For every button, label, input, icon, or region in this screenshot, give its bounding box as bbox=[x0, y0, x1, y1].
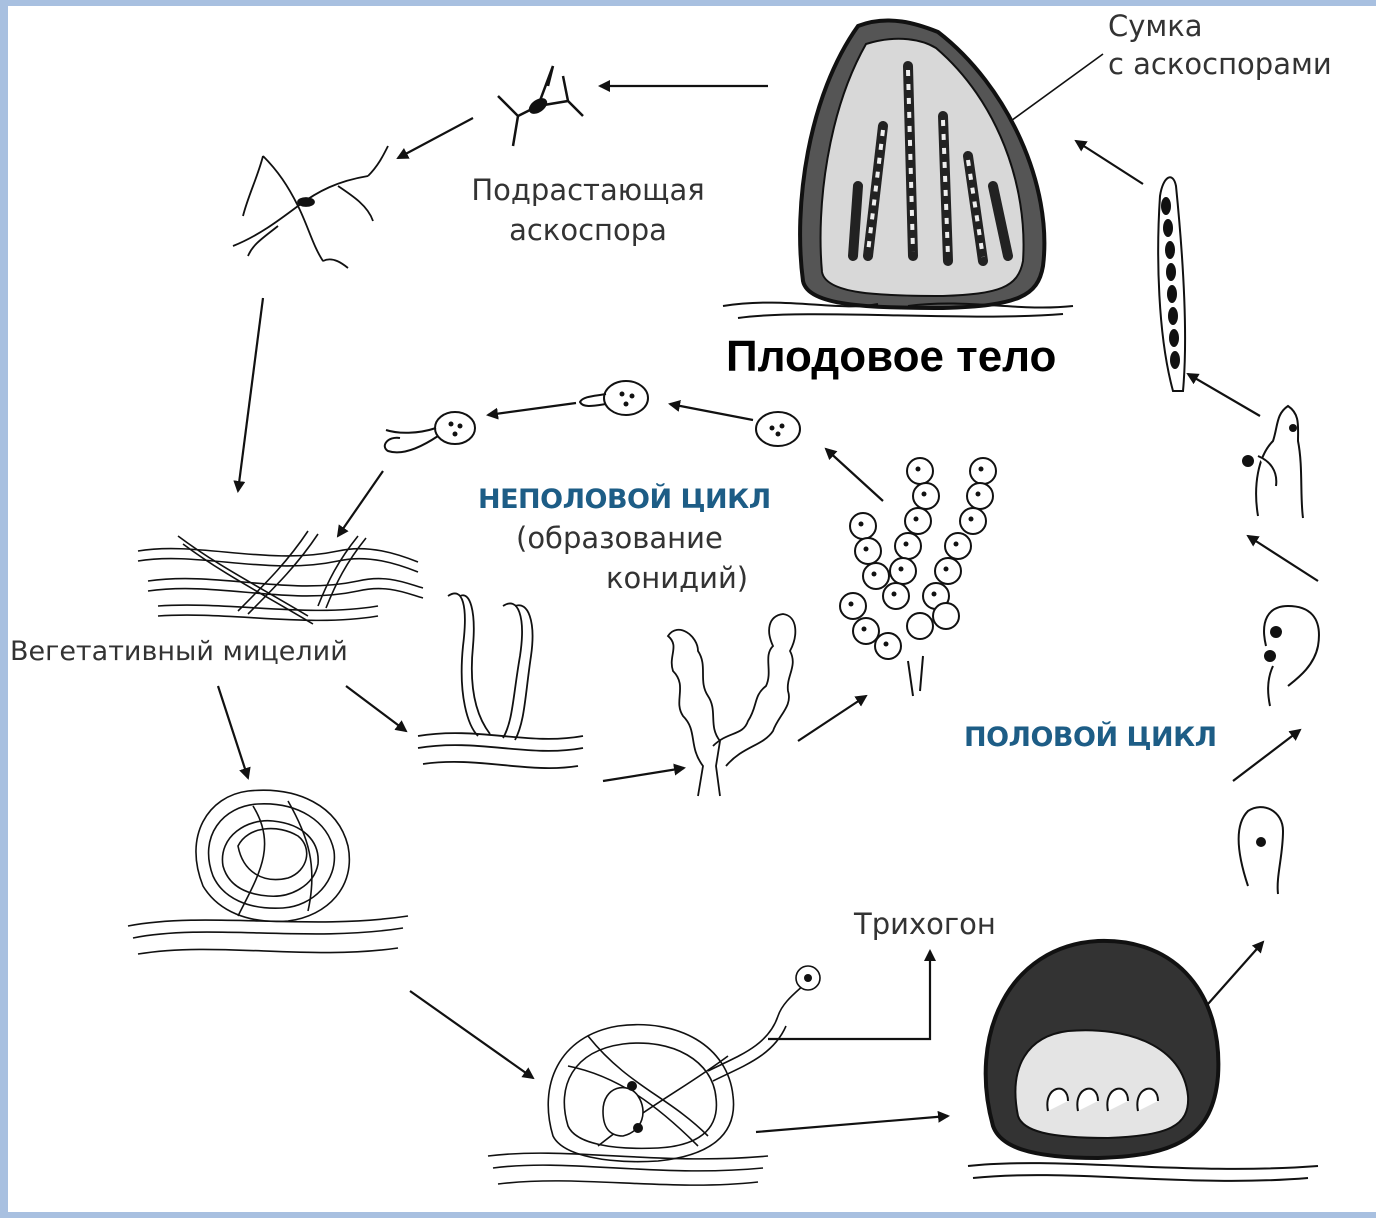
branched-conidiophore-drawing bbox=[668, 614, 795, 796]
arrow-hook-to-crozier bbox=[1233, 730, 1300, 781]
asexual-note-line2: конидий) bbox=[606, 562, 748, 595]
vegetative-mycelium-label: Вегетативный мицелий bbox=[10, 636, 348, 667]
arrow-conidiophore-to-branching bbox=[603, 768, 684, 781]
sexual-cycle-label: ПОЛОВОЙ ЦИКЛ bbox=[964, 722, 1217, 753]
arrow-young-ascus-to-mature bbox=[1188, 374, 1260, 416]
perithecium-drawing bbox=[968, 941, 1318, 1181]
hyphal-coil-drawing bbox=[128, 790, 408, 954]
arrow-coil-to-primordium bbox=[410, 991, 533, 1078]
arrow-ascospore-to-germling bbox=[398, 118, 473, 158]
conidia-chains-drawing bbox=[840, 458, 996, 696]
primordium-drawing bbox=[488, 966, 820, 1185]
asexual-cycle-label: НЕПОЛОВОЙ ЦИКЛ bbox=[478, 484, 771, 515]
vegetative-mycelium-drawing bbox=[138, 531, 423, 624]
trichogyne-label: Трихогон bbox=[854, 908, 996, 941]
sexual-stages-drawing bbox=[1158, 177, 1319, 894]
diagram-canvas: Сумка с аскоспорами Подрастающая аскоспо… bbox=[8, 6, 1376, 1212]
growing-ascospore-label-line2: аскоспора bbox=[438, 214, 738, 247]
fruiting-body-title: Плодовое тело bbox=[726, 332, 1056, 383]
arrow-branching-to-conidia bbox=[798, 696, 866, 741]
growing-ascospore-label-line1: Подрастающая bbox=[438, 174, 738, 207]
ascus-label-line1: Сумка bbox=[1108, 10, 1203, 43]
fruiting-body-drawing bbox=[723, 20, 1073, 318]
arrow-spore-to-spore bbox=[670, 404, 753, 420]
ascospore-germling-drawing bbox=[498, 66, 583, 146]
arrow-crozier-to-young-ascus bbox=[1248, 536, 1318, 581]
conidiophore-drawing bbox=[418, 593, 583, 768]
arrow-mycelium-to-coil bbox=[218, 686, 248, 778]
ascus-label-line2: с аскоспорами bbox=[1108, 48, 1332, 81]
arrow-germling-to-mycelium bbox=[238, 298, 263, 491]
arrow-germinating-to-mycelium bbox=[338, 471, 383, 536]
branching-hyphae-drawing bbox=[233, 146, 388, 268]
arrow-spore-to-germinating bbox=[488, 403, 576, 415]
arrow-primordium-to-perithecium bbox=[756, 1116, 948, 1132]
arrow-mature-ascus-to-fruiting-body bbox=[1076, 141, 1143, 184]
arrow-conidia-to-spore bbox=[826, 449, 883, 501]
asexual-note-line1: (образование bbox=[516, 522, 723, 555]
arrow-mycelium-to-conidiophore bbox=[346, 686, 406, 731]
